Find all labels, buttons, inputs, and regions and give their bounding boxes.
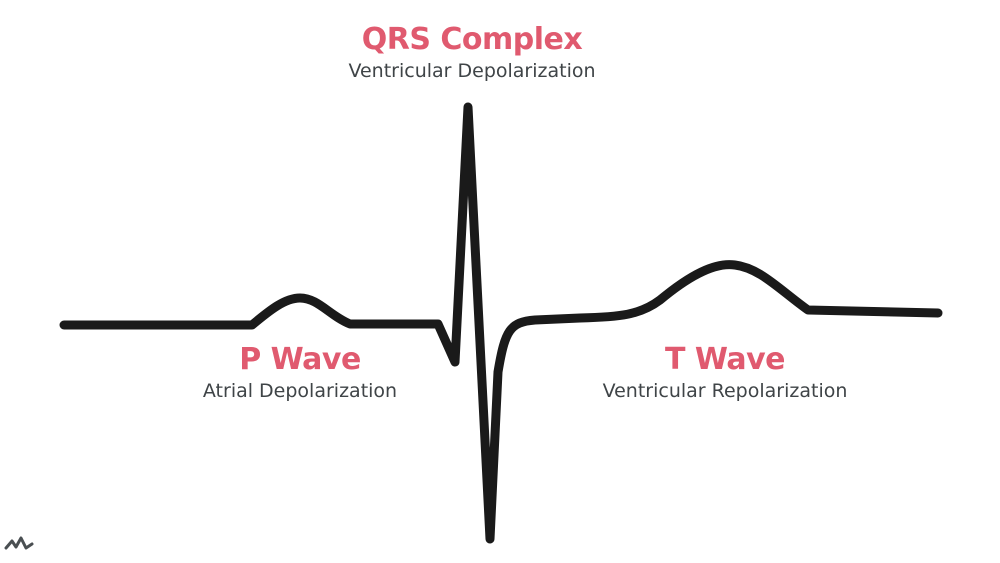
t-wave-label: T Wave Ventricular Repolarization [585, 343, 865, 403]
t-wave-title: T Wave [664, 342, 786, 377]
qrs-complex-title: QRS Complex [361, 22, 583, 57]
qrs-complex-subtitle: Ventricular Depolarization [348, 60, 596, 82]
p-wave-label: P Wave Atrial Depolarization [175, 343, 425, 403]
ecg-trace-line [59, 102, 943, 544]
heartbeat-logo-icon [4, 536, 34, 550]
t-wave-subtitle: Ventricular Repolarization [602, 380, 848, 402]
qrs-complex-label: QRS Complex Ventricular Depolarization [322, 23, 622, 83]
p-wave-title: P Wave [239, 342, 361, 377]
p-wave-subtitle: Atrial Depolarization [202, 380, 398, 402]
